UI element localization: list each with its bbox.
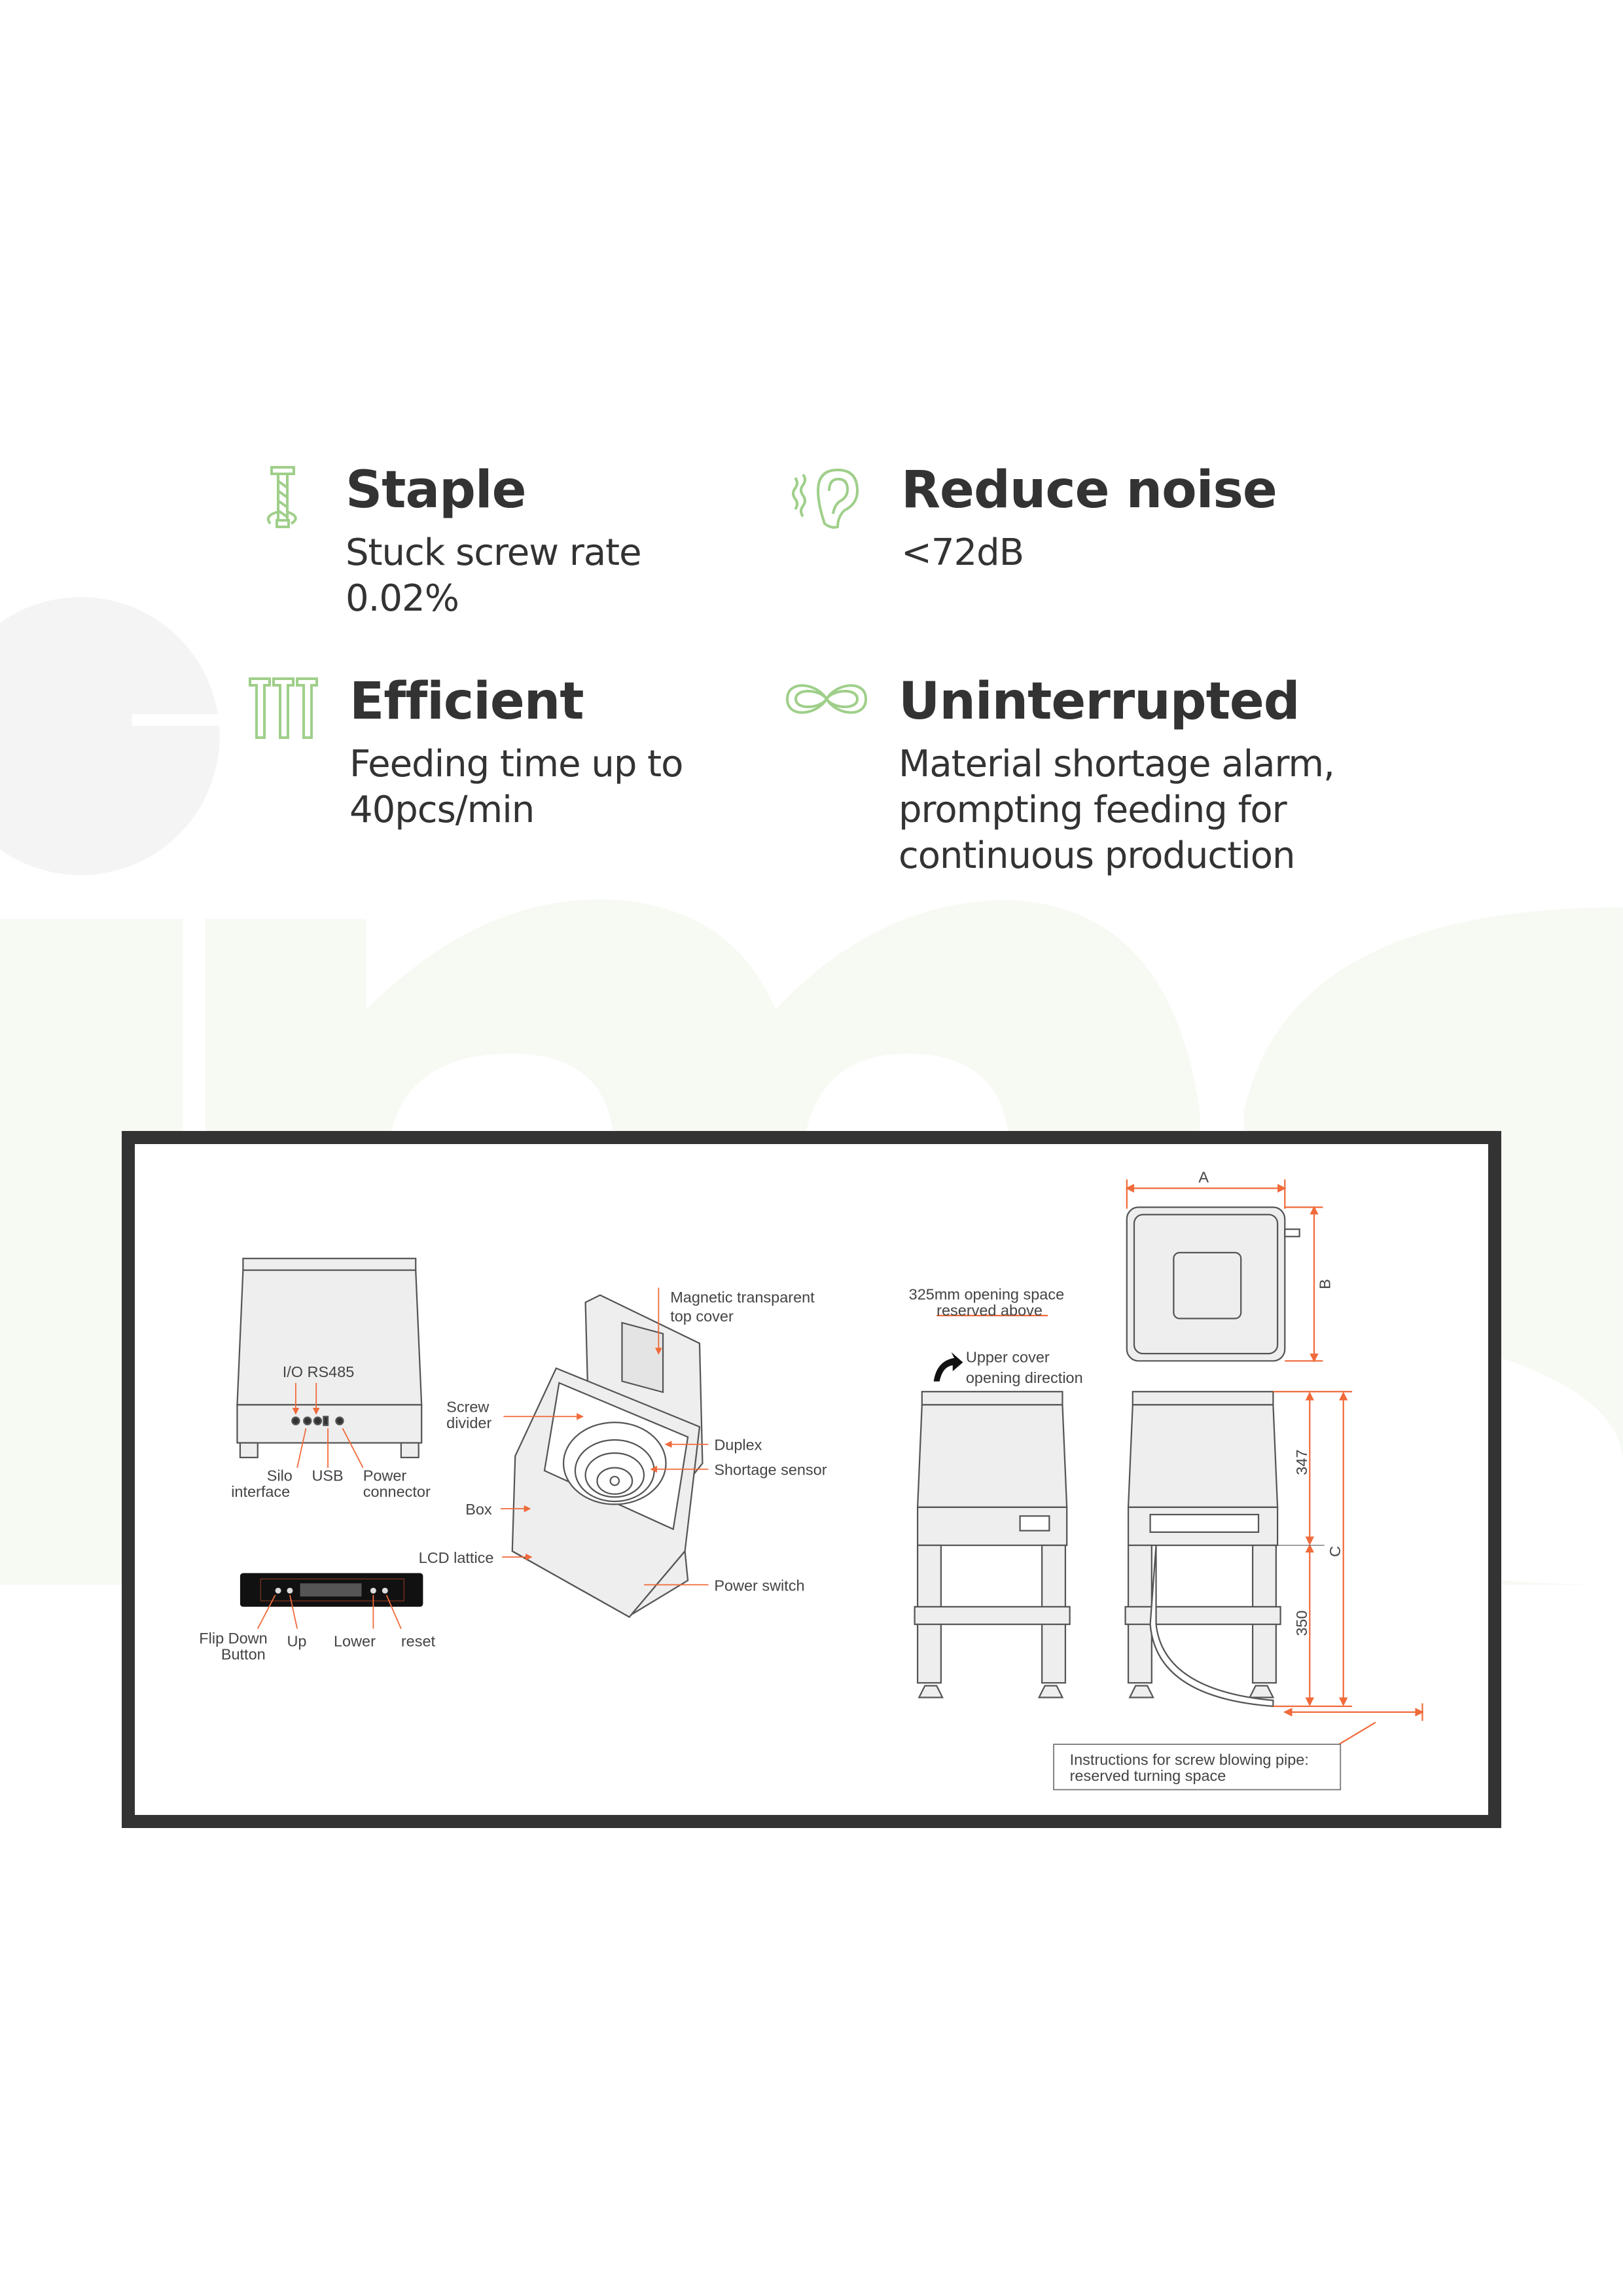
screw-icon [267, 466, 297, 528]
desc-line: <72dB [901, 531, 1024, 574]
feature-description: Material shortage alarm, prompting feedi… [899, 742, 1335, 879]
desc-line: continuous production [899, 834, 1295, 877]
infinity-icon [785, 684, 868, 714]
feature-description: Stuck screw rate 0.02% [346, 530, 642, 622]
feature-uninterrupted: Uninterrupted Material shortage alarm, p… [899, 672, 1335, 879]
feature-description: <72dB [901, 530, 1277, 576]
feature-title: Uninterrupted [899, 672, 1300, 731]
desc-line: Feeding time up to [349, 743, 683, 785]
ear-icon [792, 468, 859, 529]
desc-line: 40pcs/min [349, 789, 535, 831]
screws-icon [249, 677, 318, 739]
feature-title: Staple [346, 461, 527, 520]
desc-line: Material shortage alarm, [899, 743, 1335, 785]
feature-description: Feeding time up to 40pcs/min [349, 742, 683, 833]
product-diagram-frame [122, 1131, 1501, 1828]
desc-line: Stuck screw rate [346, 531, 642, 574]
feature-title: Reduce noise [901, 461, 1277, 520]
feature-staple: Staple Stuck screw rate 0.02% [346, 461, 642, 622]
feature-title: Efficient [349, 672, 584, 731]
desc-line: prompting feeding for [899, 789, 1287, 831]
desc-line: 0.02% [346, 577, 459, 620]
feature-reduce-noise: Reduce noise <72dB [901, 465, 1277, 576]
feature-efficient: Efficient Feeding time up to 40pcs/min [349, 676, 683, 833]
